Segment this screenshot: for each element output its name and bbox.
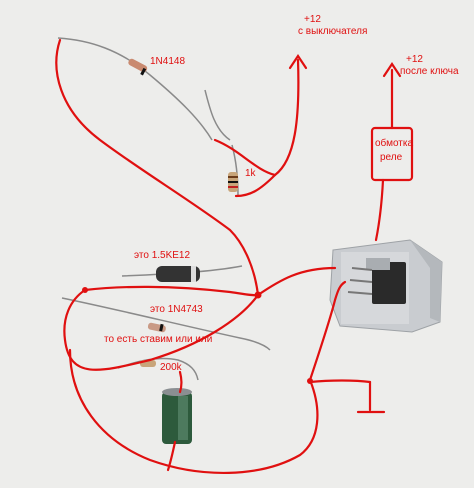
red-wiring bbox=[55, 38, 414, 475]
label-that-is: то есть ставим или или bbox=[104, 334, 213, 345]
arrow-up-icon bbox=[382, 62, 402, 78]
label-plus12-right: +12 bbox=[406, 54, 423, 65]
diode-1-5ke12-body bbox=[156, 266, 200, 282]
label-relay: реле bbox=[380, 152, 403, 163]
label-1k: 1k bbox=[245, 168, 256, 179]
power-transistor bbox=[347, 258, 406, 304]
label-1-5ke12: это 1.5KE12 bbox=[134, 250, 191, 261]
arrow-up-icon bbox=[288, 54, 308, 70]
junction-dots bbox=[82, 287, 313, 384]
label-1n4148: 1N4148 bbox=[150, 56, 186, 67]
label-from-switch: с выключателя bbox=[298, 26, 368, 37]
resistor-1k-body bbox=[228, 172, 238, 192]
label-after-key: после ключа bbox=[400, 66, 459, 77]
diode-1n4743-body bbox=[147, 322, 166, 333]
capacitor bbox=[162, 388, 192, 444]
label-200k: 200k bbox=[160, 362, 182, 373]
diode-1n4148-body bbox=[128, 58, 148, 76]
label-coil: обмотка bbox=[375, 138, 414, 149]
label-plus12-top: +12 bbox=[304, 14, 321, 25]
label-1n4743: это 1N4743 bbox=[150, 304, 203, 315]
